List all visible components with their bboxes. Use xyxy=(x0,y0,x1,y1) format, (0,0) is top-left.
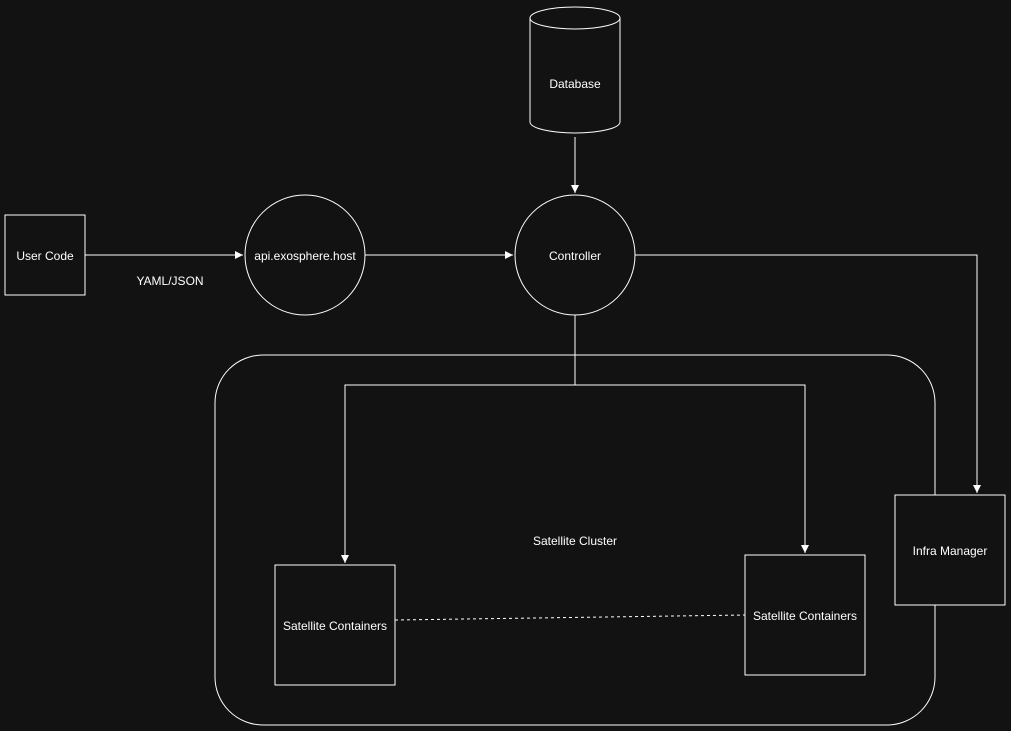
satellite-cluster[interactable]: Satellite Cluster xyxy=(214,354,936,726)
controller-label: Controller xyxy=(549,249,601,263)
api-node[interactable]: api.exosphere.host xyxy=(244,194,366,316)
edge-controller-satellite-left xyxy=(341,315,576,563)
satellite-left-label: Satellite Containers xyxy=(283,619,387,633)
edge-label-yaml-json: YAML/JSON xyxy=(136,274,203,288)
edge-satellite-link xyxy=(394,614,746,621)
satellite-right-label: Satellite Containers xyxy=(753,609,857,623)
infra-manager-label: Infra Manager xyxy=(913,544,988,558)
satellite-containers-right[interactable]: Satellite Containers xyxy=(744,554,866,676)
infra-manager-node[interactable]: Infra Manager xyxy=(894,494,1006,606)
edge-controller-infra xyxy=(635,254,981,493)
database-label: Database xyxy=(549,77,601,91)
satellite-containers-left[interactable]: Satellite Containers xyxy=(274,564,396,686)
api-label: api.exosphere.host xyxy=(254,249,356,263)
controller-node[interactable]: Controller xyxy=(514,194,636,316)
edge-controller-satellite-right xyxy=(575,384,809,553)
user-code-node[interactable]: User Code xyxy=(4,214,86,296)
database-node[interactable]: Database xyxy=(529,6,621,134)
satellite-cluster-label: Satellite Cluster xyxy=(533,534,617,548)
user-code-label: User Code xyxy=(16,249,74,263)
